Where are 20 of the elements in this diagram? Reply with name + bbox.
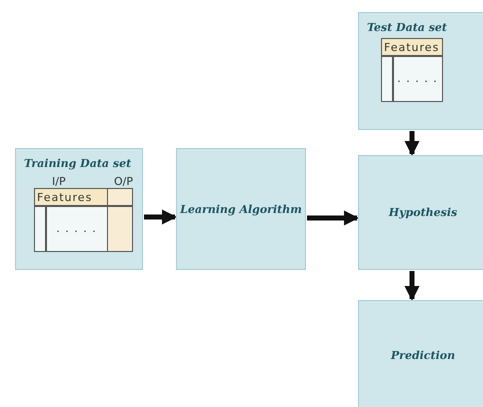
process-box — [358, 12, 483, 130]
table-header: Features — [35, 189, 106, 205]
box-title: Training Data set — [24, 157, 132, 170]
box-title: Hypothesis — [388, 206, 458, 219]
column-label: O/P — [114, 176, 133, 188]
process-box — [15, 148, 143, 270]
column-label: I/P — [52, 176, 66, 188]
box-title: Test Data set — [367, 21, 448, 34]
arrow — [144, 210, 177, 224]
arrow — [404, 131, 420, 156]
table-header: Features — [382, 39, 442, 55]
table-cell: . . . . . — [394, 56, 442, 100]
box-title: Prediction — [390, 348, 456, 362]
process-box — [176, 148, 306, 270]
table-cell: . . . . . — [46, 206, 106, 250]
process-box — [358, 300, 483, 407]
arrow — [404, 271, 420, 301]
box-title: Learning Algorithm — [180, 202, 302, 216]
process-box — [358, 155, 483, 270]
arrow — [307, 210, 359, 226]
